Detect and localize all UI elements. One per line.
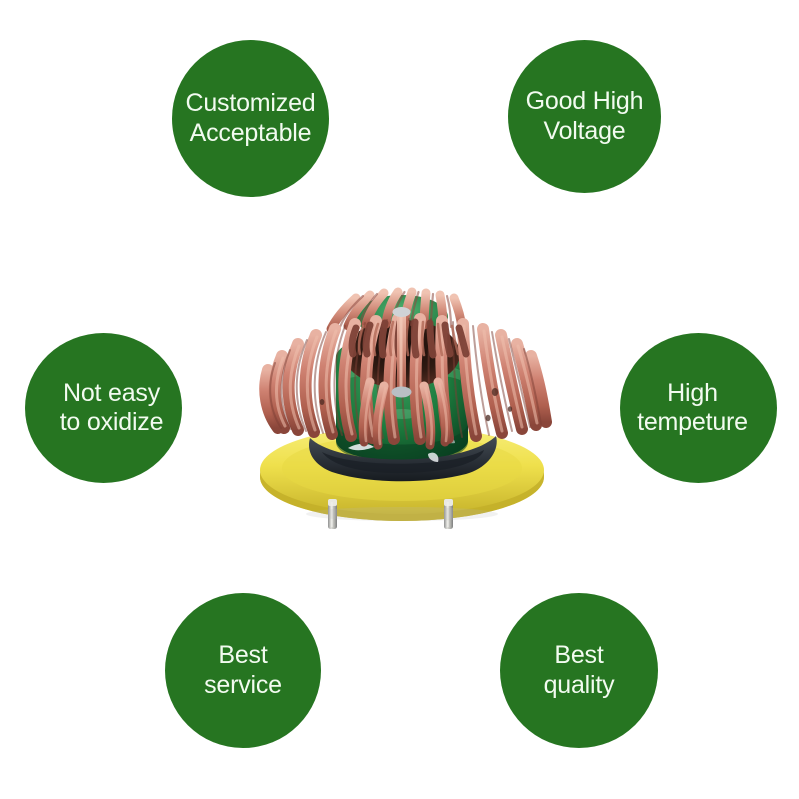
badge-temperature-line-1: High bbox=[667, 378, 718, 407]
badge-best-service[interactable]: Best service bbox=[165, 593, 321, 748]
inductor-pins bbox=[328, 499, 453, 529]
badge-quality-line-1: Best bbox=[554, 641, 604, 669]
badge-customized-line-1: Customized bbox=[185, 89, 316, 117]
badge-customized-label: Customized Acceptable bbox=[186, 89, 316, 148]
winding-tails bbox=[358, 377, 451, 450]
winding-specks bbox=[319, 388, 513, 422]
badge-voltage-label: Good High Voltage bbox=[526, 87, 644, 146]
badge-not-easy-to-oxidize[interactable]: Not easy to oxidize bbox=[25, 333, 182, 483]
winding-turns-front bbox=[259, 313, 552, 445]
badge-voltage-line-1: Good High bbox=[525, 87, 644, 115]
badge-service-line-2: service bbox=[204, 670, 282, 699]
badge-voltage-line-2: Voltage bbox=[543, 116, 626, 145]
badge-quality-label: Best quality bbox=[544, 641, 615, 700]
badge-temperature-line-2: tempeture bbox=[637, 408, 748, 436]
product-photo-toroidal-inductor bbox=[252, 262, 552, 537]
badge-best-quality[interactable]: Best quality bbox=[500, 593, 658, 748]
badge-oxidize-line-2: to oxidize bbox=[59, 408, 164, 436]
inductor-copper-winding bbox=[259, 287, 552, 450]
badge-temperature-label: High tempeture bbox=[637, 379, 748, 438]
badge-service-label: Best service bbox=[204, 641, 282, 700]
badge-customized-line-2: Acceptable bbox=[189, 118, 312, 147]
badge-good-high-voltage[interactable]: Good High Voltage bbox=[508, 40, 661, 193]
badge-oxidize-line-1: Not easy bbox=[62, 378, 161, 407]
badge-high-tempeture[interactable]: High tempeture bbox=[620, 333, 777, 483]
inductor-pin-left bbox=[328, 499, 337, 529]
inductor-pin-right bbox=[444, 499, 453, 529]
inductor-drop-shadow bbox=[306, 507, 498, 521]
badge-oxidize-label: Not easy to oxidize bbox=[60, 379, 164, 438]
badge-quality-line-2: quality bbox=[543, 670, 615, 699]
badge-service-line-1: Best bbox=[218, 641, 268, 669]
badge-customized[interactable]: Customized Acceptable bbox=[172, 40, 329, 197]
winding-lead-wires bbox=[391, 307, 412, 398]
